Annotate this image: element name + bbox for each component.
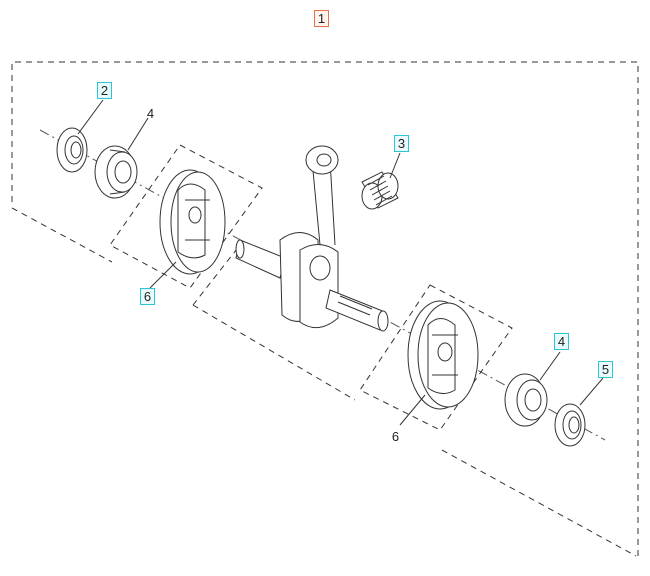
bearing-left bbox=[94, 145, 138, 199]
leader-6b bbox=[399, 394, 426, 426]
leader-5 bbox=[579, 377, 604, 406]
assembly-frame bbox=[11, 61, 639, 556]
needle-bearing bbox=[361, 171, 399, 210]
callout-4-right[interactable]: 4 bbox=[554, 333, 569, 350]
oil-seal-left bbox=[56, 127, 88, 173]
assembly-frame-left-diag bbox=[11, 207, 113, 263]
leader-4b bbox=[539, 351, 561, 381]
callout-6-right: 6 bbox=[391, 429, 400, 444]
callout-3[interactable]: 3 bbox=[394, 135, 409, 152]
callout-6-left[interactable]: 6 bbox=[140, 288, 155, 305]
leader-6a bbox=[149, 261, 177, 289]
crankshaft bbox=[235, 145, 389, 332]
assembly-frame-right-diag bbox=[441, 449, 637, 557]
crankshaft-frame-b bbox=[192, 244, 241, 306]
callout-2[interactable]: 2 bbox=[97, 82, 112, 99]
leader-3 bbox=[389, 152, 401, 179]
flywheel-left bbox=[159, 169, 226, 275]
leader-2 bbox=[77, 99, 104, 135]
callout-5[interactable]: 5 bbox=[598, 361, 613, 378]
leader-4a bbox=[127, 117, 149, 151]
flywheel-right bbox=[407, 300, 479, 410]
callout-4-left: 4 bbox=[146, 106, 155, 121]
bearing-right bbox=[504, 373, 548, 427]
callout-1[interactable]: 1 bbox=[314, 10, 329, 27]
oil-seal-right bbox=[554, 403, 586, 447]
crankshaft-frame bbox=[192, 304, 356, 401]
